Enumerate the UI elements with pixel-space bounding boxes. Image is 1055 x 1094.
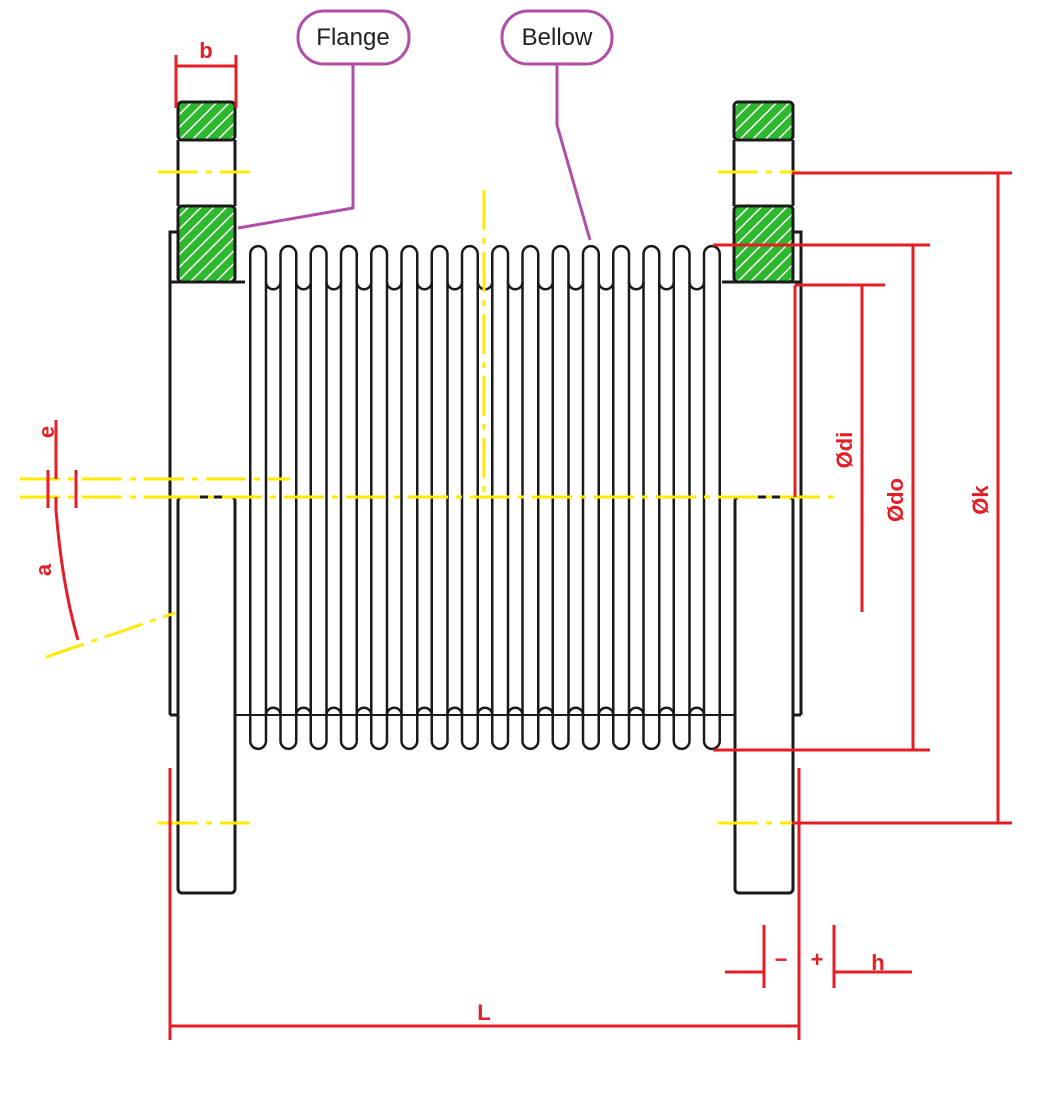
bellow-crest <box>551 497 570 751</box>
bellow-crest <box>612 244 631 282</box>
dimension-di: Ødi <box>793 283 885 612</box>
dimension-b: b <box>174 38 238 108</box>
bellow-crest <box>400 244 419 282</box>
bellow-crest <box>672 497 691 751</box>
bellow-crest <box>370 497 389 751</box>
dimension-e-label: e <box>34 426 59 438</box>
bellow-root <box>294 706 313 716</box>
bellow-root <box>597 706 615 716</box>
bellow-crest <box>581 244 600 282</box>
bellow-root <box>264 706 282 716</box>
bellow-crest <box>702 497 721 751</box>
right-flange-top-section <box>732 100 795 142</box>
bellow-crest <box>491 244 510 282</box>
dimension-k-label: Øk <box>968 485 993 515</box>
bellow-root <box>446 706 464 716</box>
bellow-lower-convolutions <box>235 497 735 751</box>
dimension-di-label: Ødi <box>832 432 857 469</box>
bellow-crest <box>642 497 661 751</box>
bellow-crest <box>309 497 328 751</box>
centerlines <box>20 170 835 825</box>
dimension-L: L <box>168 768 801 1040</box>
bellow-crest <box>460 497 479 751</box>
flange-callout: Flange <box>237 9 411 230</box>
bellow-root <box>476 706 494 716</box>
bellow-crest <box>339 497 358 751</box>
bellow-root <box>506 706 524 716</box>
bellow-crest <box>430 497 449 751</box>
bellow-crest <box>309 244 328 282</box>
bellow-callout-label: Bellow <box>522 24 593 51</box>
dimension-k: Øk <box>792 171 1012 825</box>
dimension-h-label: h <box>871 950 884 975</box>
left-flange-top-section <box>176 204 237 284</box>
bellow-root <box>325 706 343 716</box>
bellow-crest <box>581 497 600 751</box>
bellow-crest <box>339 244 358 282</box>
dimension-L-label: L <box>477 1000 490 1025</box>
bellow-root <box>567 281 585 291</box>
bellow-crest <box>551 244 570 282</box>
dimension-h-minus: − <box>775 947 788 972</box>
bellow-crest <box>249 244 268 282</box>
bellow-root <box>688 706 706 716</box>
bellow-crest <box>491 497 510 751</box>
bellow-root <box>506 281 524 291</box>
dimension-b-label: b <box>199 38 212 63</box>
bellow-root <box>657 281 676 291</box>
bellow-crest <box>521 497 540 751</box>
bellow-root <box>688 281 706 291</box>
bellow-root <box>385 706 403 716</box>
left-flange-top-section <box>176 100 237 142</box>
bellow-root <box>627 706 645 716</box>
bellow-callout: Bellow <box>500 9 614 241</box>
bellow-root <box>627 281 645 291</box>
bellow-crest <box>612 497 631 751</box>
dimension-h-plus: + <box>811 947 824 972</box>
bellow-crest <box>249 497 268 751</box>
dimension-a: a <box>31 509 80 641</box>
bellow-root <box>325 281 343 291</box>
bellow-root <box>657 706 676 716</box>
bellow-root <box>355 706 373 716</box>
dimension-a-label: a <box>31 563 56 576</box>
dimension-e: e <box>34 420 78 510</box>
dimension-do: Ødo <box>713 243 930 752</box>
dimension-h: − + h <box>725 925 912 988</box>
bellow-crest <box>642 244 661 282</box>
bellow-crest <box>672 244 691 282</box>
bellow-root <box>536 281 555 291</box>
bellow-root <box>597 281 615 291</box>
bellow-crest <box>702 244 721 282</box>
angle-line <box>45 611 176 659</box>
bellow-root <box>355 281 373 291</box>
bellow-crest <box>521 244 540 282</box>
bellow-crest <box>430 244 449 282</box>
dimension-do-label: Ødo <box>883 478 908 522</box>
bellow-crest <box>279 497 298 751</box>
left-flange-lower-body <box>176 495 237 895</box>
bellow-root <box>415 281 434 291</box>
bellow-root <box>385 281 403 291</box>
bellow-root <box>294 281 313 291</box>
bellow-root <box>415 706 434 716</box>
bellow-root <box>567 706 585 716</box>
left-flange <box>168 100 245 895</box>
bellow-root <box>446 281 464 291</box>
bellow-crest <box>400 497 419 751</box>
bellow-upper-convolutions <box>249 244 721 497</box>
bellow-crest <box>370 244 389 282</box>
bellow-root <box>536 706 555 716</box>
flange-callout-label: Flange <box>316 24 389 51</box>
right-flange-lower-body <box>733 495 795 895</box>
bellow-crest <box>460 244 479 282</box>
bellow-crest <box>279 244 298 282</box>
bellow-root <box>264 281 282 291</box>
